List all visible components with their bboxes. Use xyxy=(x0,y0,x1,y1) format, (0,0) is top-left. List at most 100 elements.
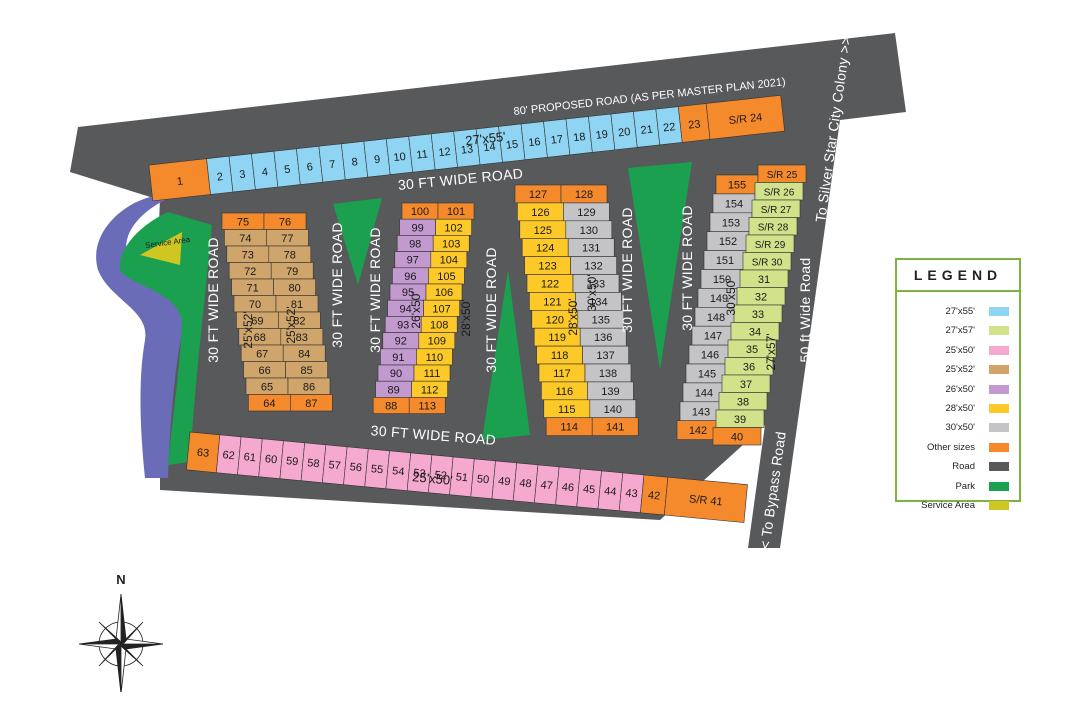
plot-51[interactable]: 51 xyxy=(449,456,475,498)
plot-101[interactable]: 101 xyxy=(437,202,475,220)
plot-18[interactable]: 18 xyxy=(565,116,593,156)
plot-75[interactable]: 75 xyxy=(221,212,265,230)
plot-151[interactable]: 151 xyxy=(703,250,747,270)
plot-49[interactable]: 49 xyxy=(491,460,518,502)
plot-96[interactable]: 96 xyxy=(392,267,429,285)
plot-125[interactable]: 125 xyxy=(519,220,567,240)
plot-10[interactable]: 10 xyxy=(385,136,414,175)
plot-147[interactable]: 147 xyxy=(691,325,735,346)
plot-84[interactable]: 84 xyxy=(282,344,326,362)
plot-52[interactable]: 52 xyxy=(428,454,454,496)
plot-19[interactable]: 19 xyxy=(588,113,616,153)
plot-43[interactable]: 43 xyxy=(618,472,645,514)
plot-110[interactable]: 110 xyxy=(416,348,453,366)
plot-47[interactable]: 47 xyxy=(534,464,560,506)
plot-4[interactable]: 4 xyxy=(251,150,279,190)
plot-7[interactable]: 7 xyxy=(318,143,346,183)
plot-135[interactable]: 135 xyxy=(577,309,625,329)
plot-20[interactable]: 20 xyxy=(610,111,638,151)
plot-109[interactable]: 109 xyxy=(418,332,456,350)
plot-23[interactable]: 23 xyxy=(677,103,711,143)
plot-130[interactable]: 130 xyxy=(565,220,613,240)
plot-83[interactable]: 83 xyxy=(280,328,324,346)
plot-21[interactable]: 21 xyxy=(633,108,661,148)
plot-80[interactable]: 80 xyxy=(273,278,316,296)
plot-s-r-25[interactable]: S/R 25 xyxy=(757,164,807,183)
plot-60[interactable]: 60 xyxy=(258,438,284,479)
plot-56[interactable]: 56 xyxy=(343,446,369,488)
plot-54[interactable]: 54 xyxy=(385,450,412,492)
plot-61[interactable]: 61 xyxy=(237,436,263,477)
plot-103[interactable]: 103 xyxy=(432,235,470,252)
plot-112[interactable]: 112 xyxy=(411,380,448,398)
plot-121[interactable]: 121 xyxy=(529,292,576,311)
plot-76[interactable]: 76 xyxy=(263,212,307,230)
plot-108[interactable]: 108 xyxy=(420,316,458,333)
plot-78[interactable]: 78 xyxy=(268,245,312,263)
plot-31[interactable]: 31 xyxy=(739,269,789,288)
plot-45[interactable]: 45 xyxy=(576,468,602,510)
plot-s-r-27[interactable]: S/R 27 xyxy=(751,199,801,218)
plot-100[interactable]: 100 xyxy=(401,202,439,220)
plot-138[interactable]: 138 xyxy=(584,363,632,383)
plot-128[interactable]: 128 xyxy=(560,184,608,204)
plot-105[interactable]: 105 xyxy=(428,267,465,285)
plot-136[interactable]: 136 xyxy=(579,327,627,347)
plot-86[interactable]: 86 xyxy=(287,377,331,395)
plot-120[interactable]: 120 xyxy=(531,309,579,329)
plot-122[interactable]: 122 xyxy=(526,274,574,293)
plot-s-r-30[interactable]: S/R 30 xyxy=(742,252,792,271)
plot-104[interactable]: 104 xyxy=(430,251,468,269)
plot-35[interactable]: 35 xyxy=(727,339,777,358)
plot-6[interactable]: 6 xyxy=(296,145,324,185)
plot-39[interactable]: 39 xyxy=(715,409,765,428)
plot-145[interactable]: 145 xyxy=(685,363,729,384)
plot-89[interactable]: 89 xyxy=(375,380,412,398)
plot-69[interactable]: 69 xyxy=(236,311,279,329)
plot-55[interactable]: 55 xyxy=(364,448,390,490)
plot-46[interactable]: 46 xyxy=(555,466,581,508)
plot-106[interactable]: 106 xyxy=(425,283,463,301)
plot-44[interactable]: 44 xyxy=(597,470,624,512)
plot-62[interactable]: 62 xyxy=(215,434,242,475)
plot-99[interactable]: 99 xyxy=(399,218,436,236)
plot-67[interactable]: 67 xyxy=(240,344,284,362)
plot-91[interactable]: 91 xyxy=(380,348,417,366)
plot-144[interactable]: 144 xyxy=(682,382,726,403)
plot-5[interactable]: 5 xyxy=(273,148,301,188)
plot-22[interactable]: 22 xyxy=(655,106,683,146)
plot-141[interactable]: 141 xyxy=(591,417,639,436)
plot-42[interactable]: 42 xyxy=(640,474,669,516)
plot-82[interactable]: 82 xyxy=(278,311,321,329)
plot-98[interactable]: 98 xyxy=(396,235,434,252)
plot-88[interactable]: 88 xyxy=(372,397,410,414)
plot-137[interactable]: 137 xyxy=(582,345,629,365)
plot-140[interactable]: 140 xyxy=(589,399,637,418)
plot-16[interactable]: 16 xyxy=(520,121,548,161)
plot-2[interactable]: 2 xyxy=(206,155,234,195)
plot-s-r-29[interactable]: S/R 29 xyxy=(745,234,795,253)
plot-64[interactable]: 64 xyxy=(248,394,291,412)
plot-155[interactable]: 155 xyxy=(715,174,759,195)
plot-129[interactable]: 129 xyxy=(563,202,610,222)
plot-111[interactable]: 111 xyxy=(413,364,451,382)
plot-139[interactable]: 139 xyxy=(587,381,634,401)
plot-77[interactable]: 77 xyxy=(266,229,309,247)
plot-154[interactable]: 154 xyxy=(712,193,756,214)
plot-13[interactable]: 13 xyxy=(453,128,481,168)
plot-37[interactable]: 37 xyxy=(721,374,771,393)
plot-114[interactable]: 114 xyxy=(545,417,593,436)
plot-132[interactable]: 132 xyxy=(570,256,617,275)
plot-123[interactable]: 123 xyxy=(524,256,571,275)
plot-71[interactable]: 71 xyxy=(231,278,274,296)
plot-142[interactable]: 142 xyxy=(676,420,720,440)
plot-87[interactable]: 87 xyxy=(290,394,333,412)
plot-126[interactable]: 126 xyxy=(517,202,564,222)
plot-s-r-28[interactable]: S/R 28 xyxy=(748,217,798,236)
plot-107[interactable]: 107 xyxy=(423,299,460,317)
plot-79[interactable]: 79 xyxy=(270,262,314,280)
plot-40[interactable]: 40 xyxy=(712,427,762,446)
plot-59[interactable]: 59 xyxy=(279,440,306,481)
plot-58[interactable]: 58 xyxy=(300,442,327,484)
plot-119[interactable]: 119 xyxy=(533,327,581,347)
